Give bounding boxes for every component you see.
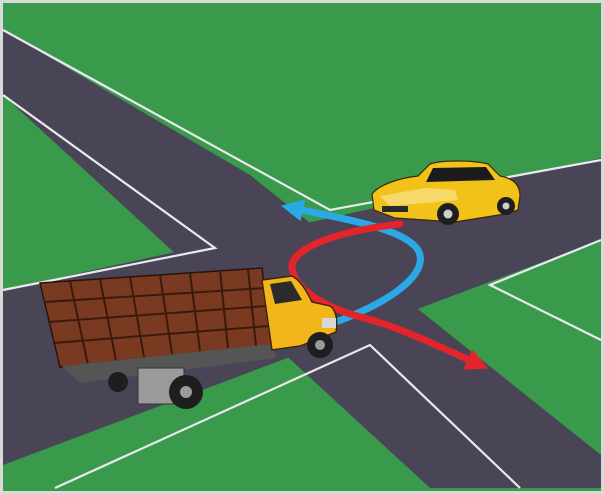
intersection-illustration <box>0 0 604 494</box>
intersection-scene <box>0 0 604 494</box>
